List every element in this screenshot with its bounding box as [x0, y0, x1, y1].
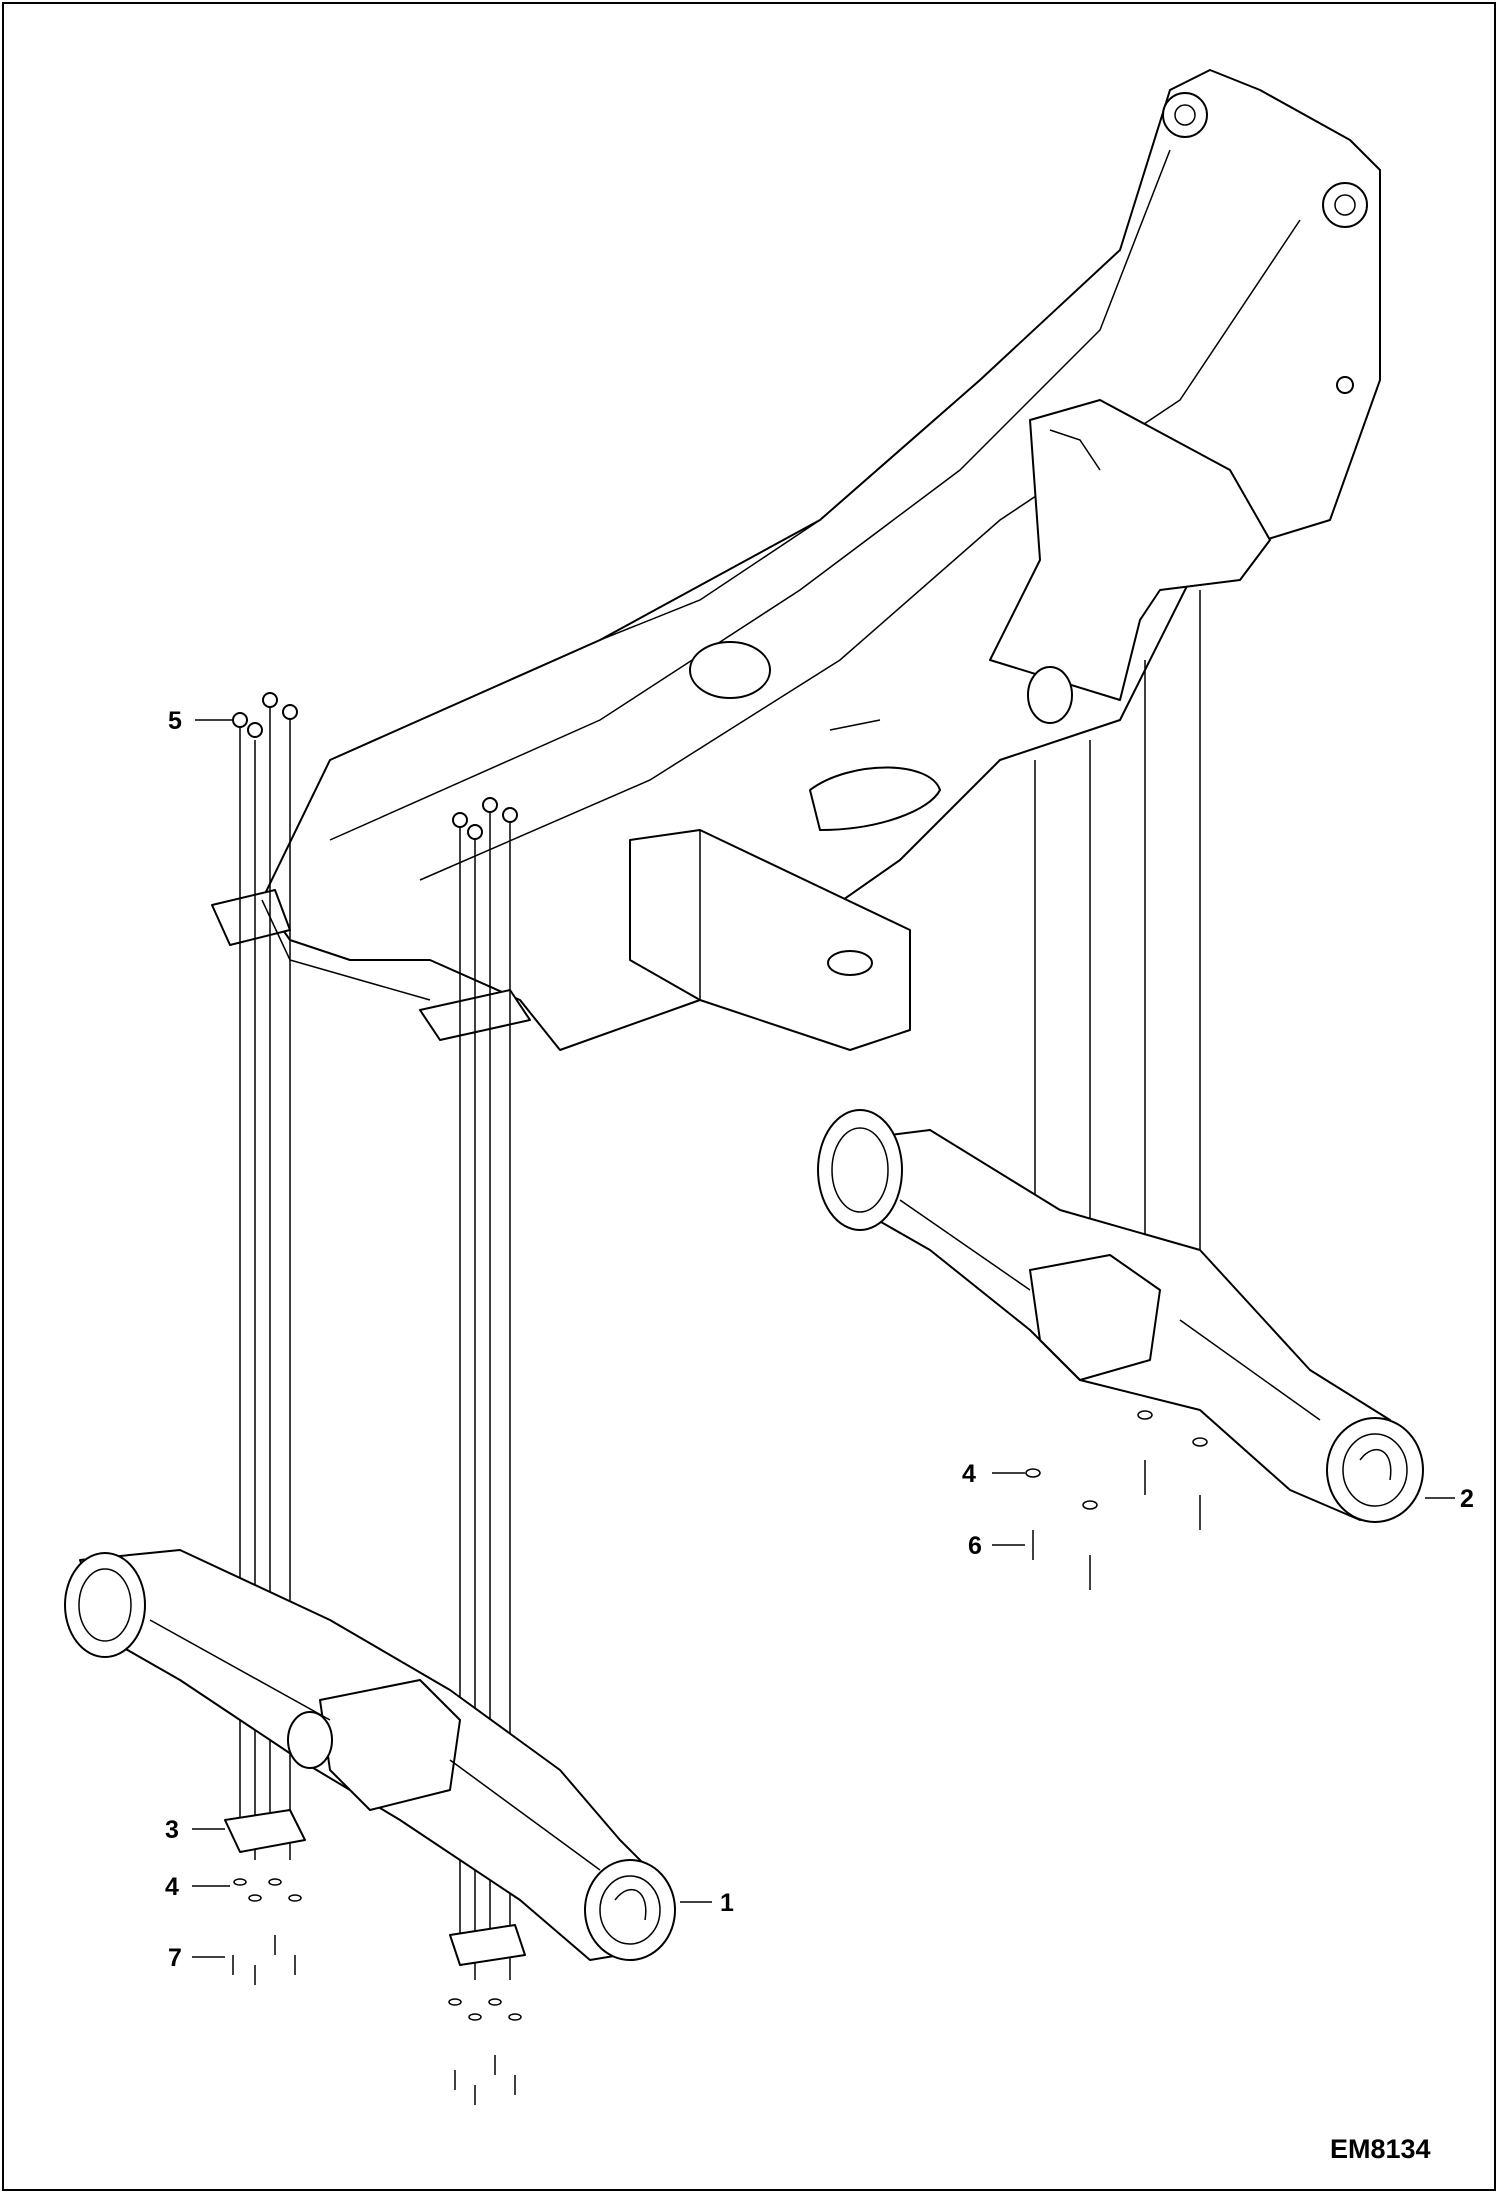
callout-5: 5	[168, 707, 182, 735]
callout-4-rear: 4	[962, 1460, 976, 1488]
front-axle	[64, 1549, 676, 1961]
right-lower-hardware	[1025, 1410, 1208, 1590]
callout-2: 2	[1460, 1485, 1474, 1513]
callout-4-front: 4	[165, 1873, 179, 1901]
left-lower-hardware	[224, 1809, 526, 2105]
callout-7: 7	[168, 1944, 182, 1972]
callout-3: 3	[165, 1816, 179, 1844]
callout-1: 1	[720, 1889, 734, 1917]
main-frame	[211, 69, 1381, 1051]
rear-axle	[817, 1109, 1424, 1523]
leader-lines	[192, 719, 1455, 1958]
callout-6: 6	[968, 1532, 982, 1560]
drawing-id: EM8134	[1330, 2134, 1431, 2164]
